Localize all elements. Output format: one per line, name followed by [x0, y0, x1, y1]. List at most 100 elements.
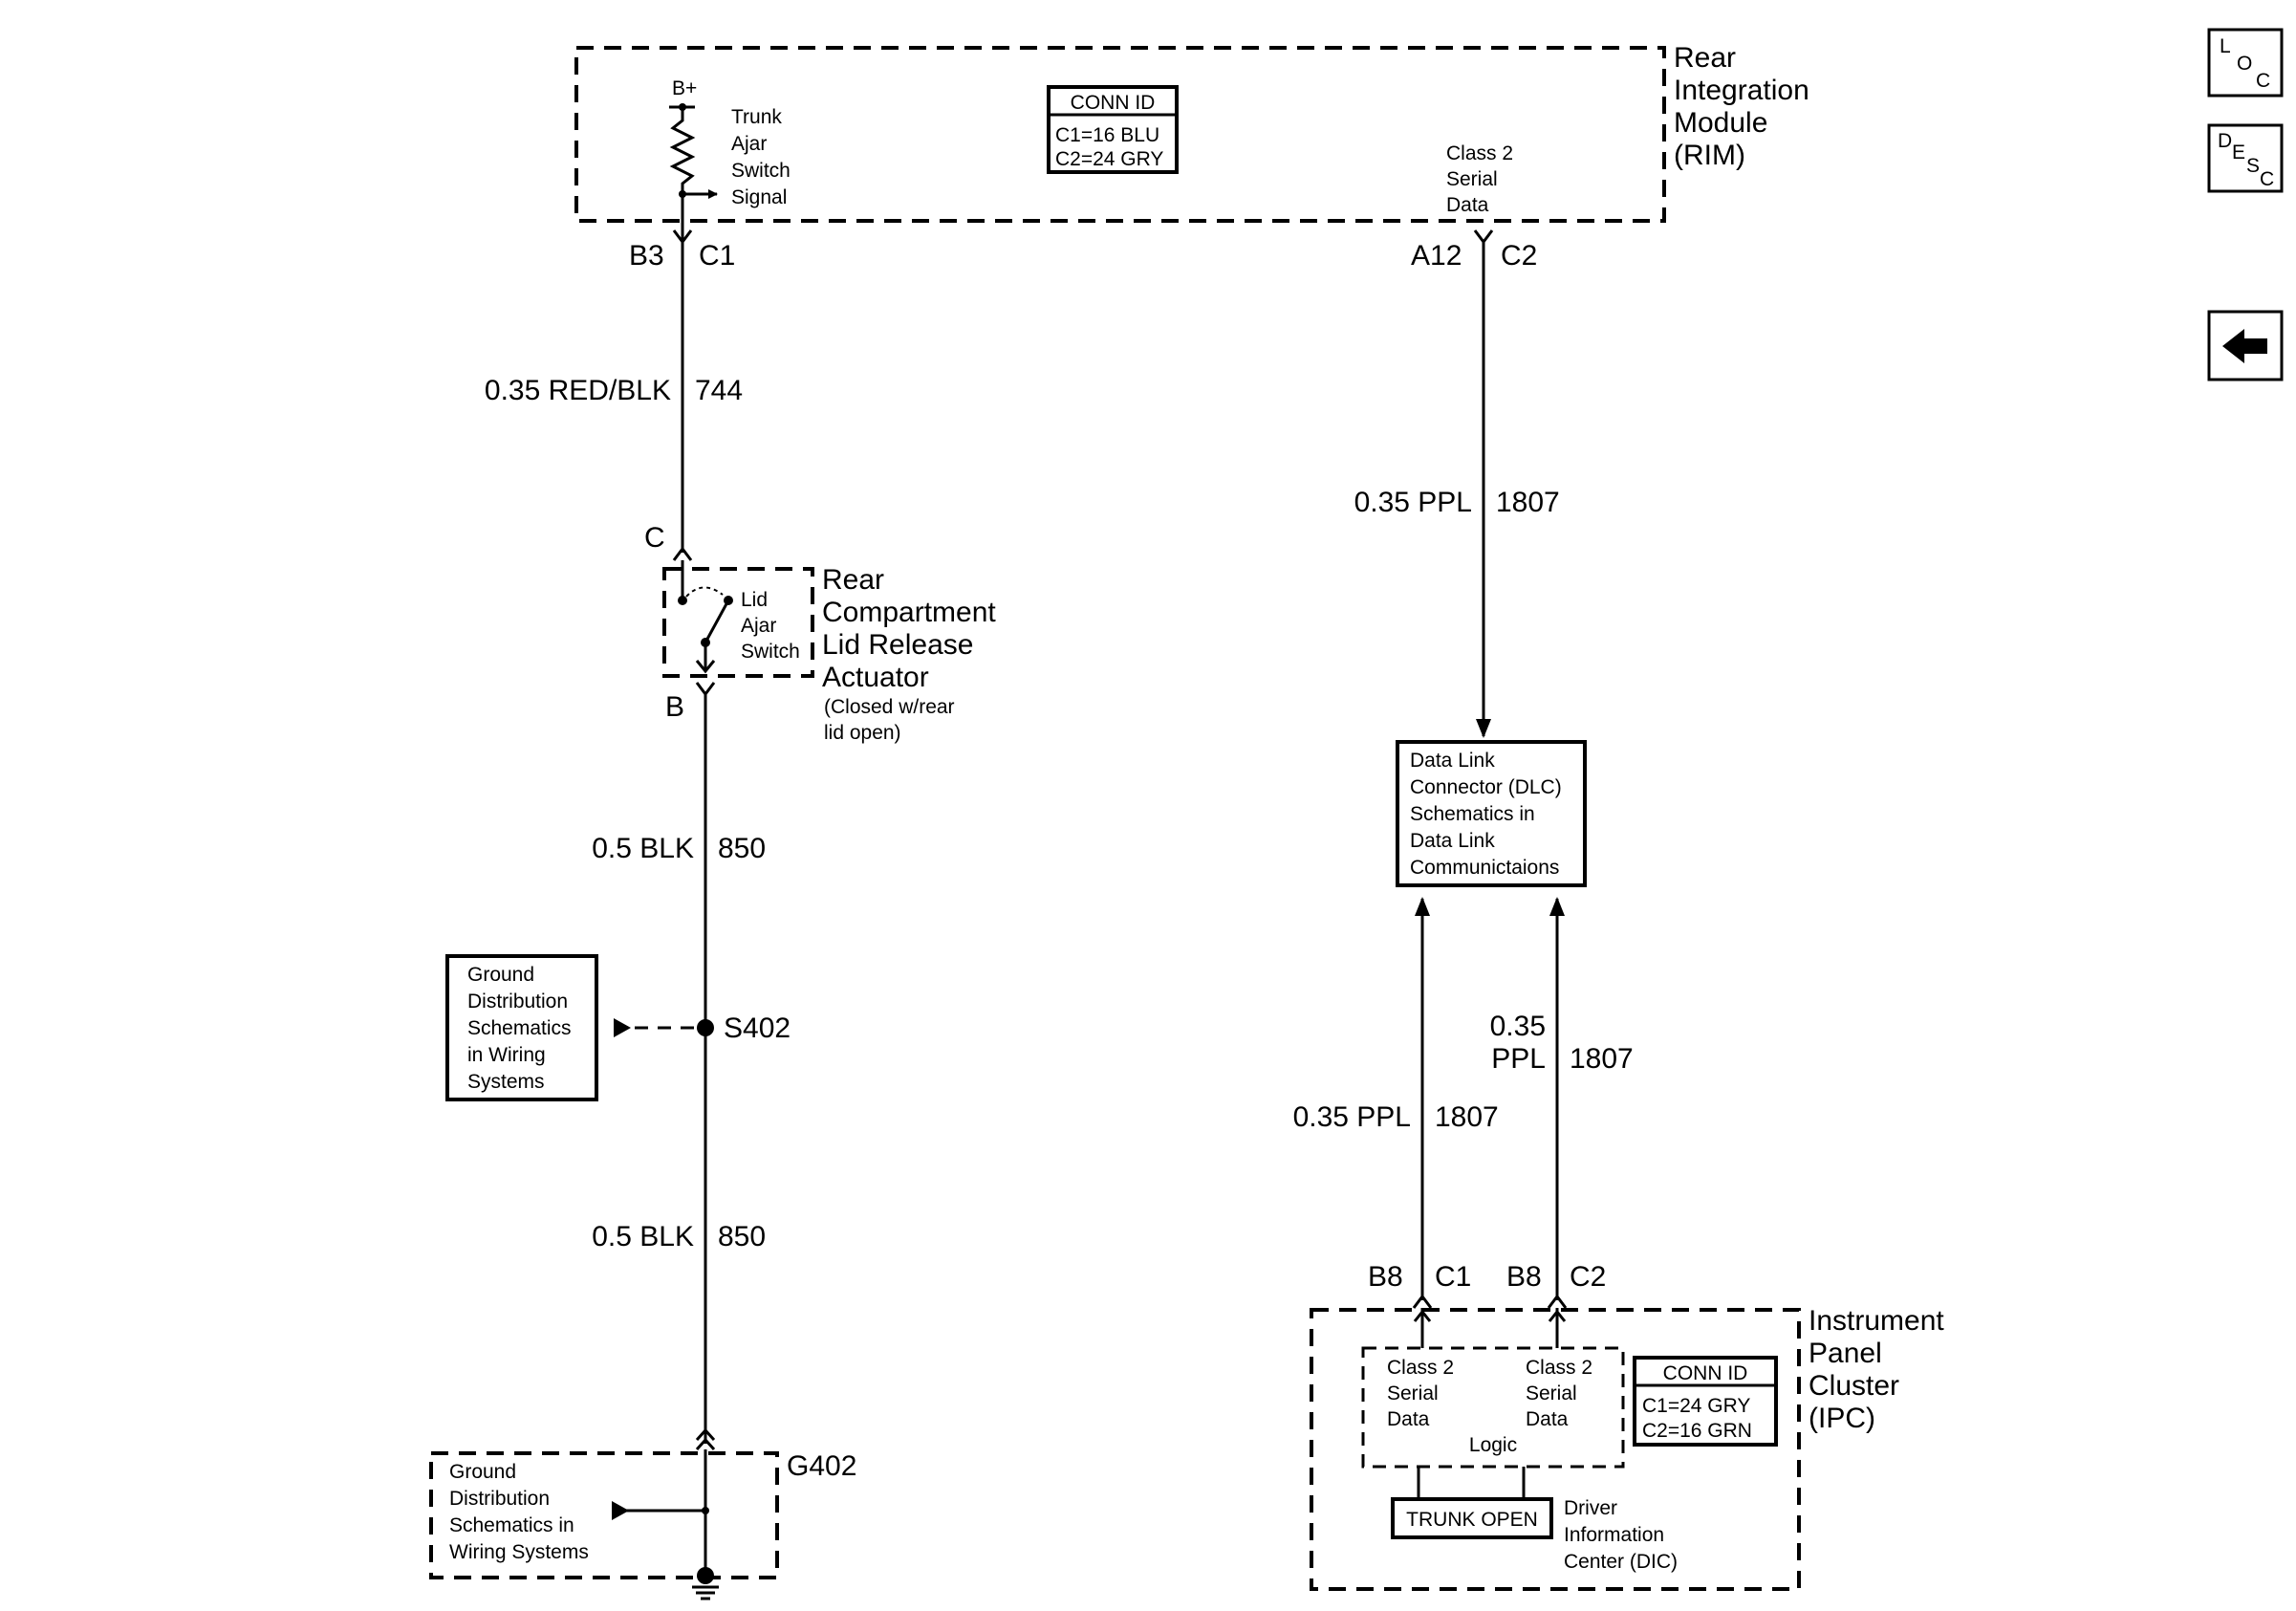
arrow-right-to-dlc [1549, 897, 1565, 916]
switch-dotted-arc [685, 586, 724, 598]
trunk-open-display [1391, 1497, 1553, 1539]
ground-ref-line2: Distribution [467, 991, 568, 1012]
switch-blade [704, 599, 730, 643]
dic-line2: Information [1564, 1524, 1664, 1546]
dlc-line4: Data Link [1410, 830, 1495, 852]
wire-1807-top-circuit: 1807 [1496, 487, 1560, 518]
dlc-box[interactable] [1396, 740, 1587, 887]
rim-name-line2: Integration [1674, 75, 1809, 106]
loc-letter-o: O [2237, 53, 2252, 75]
wire-1807-left-label: 0.35 PPL [1293, 1101, 1411, 1133]
rim-module: Rear Integration Module (RIM) B+ Trunk A… [574, 42, 1809, 229]
ipc-pin-b8-2: B8 [1506, 1261, 1542, 1293]
rim-pin-c2: C2 [1501, 240, 1537, 272]
wire-1807-left-circuit: 1807 [1435, 1101, 1499, 1133]
wire-1807-right-label-2: PPL [1491, 1043, 1546, 1075]
ipc-conn-id-title: CONN ID [1663, 1362, 1748, 1384]
connector-symbol [1473, 229, 1494, 245]
description-button[interactable]: D E S C [2207, 123, 2284, 193]
lid-switch-line1: Lid [741, 589, 768, 611]
ground-distribution-link[interactable]: Ground Distribution Schematics in Wiring… [445, 954, 598, 1101]
actuator-pin-c: C [644, 522, 665, 554]
connector-symbol [672, 546, 693, 561]
dlc-line1: Data Link [1410, 750, 1495, 772]
ipc-name-line4: (IPC) [1809, 1403, 1875, 1434]
ipc-logic-outline [1361, 1346, 1625, 1469]
dic-line1: Driver [1564, 1497, 1617, 1519]
rim-connector-c2: A12 C2 [1411, 229, 1537, 272]
lid-release-actuator: C Lid Ajar Switch B Rear Compartment Lid… [644, 522, 996, 744]
ipc-pin-c1: C1 [1435, 1261, 1471, 1293]
location-button[interactable]: L O C [2207, 28, 2284, 98]
dlc-line5: Communictaions [1410, 857, 1559, 879]
ipc-class2-right-line1: Class 2 [1526, 1357, 1592, 1379]
ground-dot [697, 1567, 714, 1584]
ground-line4: Wiring Systems [449, 1541, 589, 1563]
trunk-switch-line4: Signal [731, 186, 787, 208]
ground-ref-arrow [612, 1501, 629, 1520]
ipc-class2-right-line2: Serial [1526, 1382, 1577, 1404]
wire-744-label: 0.35 RED/BLK [485, 375, 671, 406]
description-button-frame[interactable] [2207, 123, 2284, 193]
rim-pin-a12: A12 [1411, 240, 1462, 272]
wire-850-label-b: 0.5 BLK [592, 1221, 694, 1252]
rim-class2-line2: Serial [1446, 168, 1498, 190]
wire-850-circuit-b: 850 [718, 1221, 766, 1252]
ipc-conn-id-box [1633, 1356, 1778, 1447]
dlc-schematics-link[interactable]: Data Link Connector (DLC) Schematics in … [1396, 740, 1587, 887]
wire-1807-right-circuit: 1807 [1570, 1043, 1634, 1075]
trunk-switch-line2: Ajar [731, 133, 767, 155]
lid-switch-line2: Ajar [741, 615, 776, 637]
ground-ref-line1: Ground [467, 964, 534, 986]
connector-symbol [695, 682, 716, 697]
ground-ref-line4: in Wiring [467, 1044, 546, 1066]
trunk-open-text: TRUNK OPEN [1406, 1509, 1538, 1531]
actuator-note-line2: lid open) [824, 722, 901, 744]
ipc-name-line2: Panel [1809, 1338, 1882, 1369]
loc-letter-c: C [2256, 70, 2270, 92]
dlc-line3: Schematics in [1410, 803, 1535, 825]
trunk-switch-line3: Switch [731, 160, 791, 182]
back-button[interactable] [2207, 310, 2284, 381]
ground-ref-line3: Schematics [467, 1017, 572, 1039]
rim-pin-c1: C1 [699, 240, 735, 272]
wire-850-circuit-a: 850 [718, 833, 766, 864]
ground-distribution-box[interactable] [445, 954, 598, 1101]
ipc-pin-c2: C2 [1570, 1261, 1606, 1293]
desc-letter-c: C [2260, 168, 2274, 190]
desc-letter-s: S [2246, 155, 2260, 177]
actuator-name-line4: Actuator [822, 662, 929, 693]
ipc-module: B8 C1 B8 C2 Instrument Panel Cluster (IP… [1310, 1261, 1944, 1591]
rim-conn-id-box [1047, 85, 1179, 174]
connector-symbol [1547, 1294, 1568, 1309]
rim-name-line1: Rear [1674, 42, 1736, 74]
wire-850-label-a: 0.5 BLK [592, 833, 694, 864]
rim-connector-c1: B3 C1 [629, 229, 735, 272]
ground-name: G402 [787, 1450, 856, 1482]
rim-conn-id-c1: C1=16 BLU [1055, 124, 1159, 146]
actuator-pin-b: B [665, 691, 684, 723]
rim-pin-b3: B3 [629, 240, 664, 272]
splice-s402: S402 [614, 1012, 791, 1044]
arrow-to-dlc [1476, 719, 1491, 738]
desc-letter-e: E [2232, 142, 2245, 163]
pullup-resistor [669, 107, 696, 229]
rim-conn-id-title: CONN ID [1071, 92, 1156, 114]
desc-letter-d: D [2218, 130, 2232, 152]
rim-name-line4: (RIM) [1674, 140, 1745, 171]
actuator-name-line2: Compartment [822, 597, 996, 628]
actuator-name-line3: Lid Release [822, 629, 973, 661]
ipc-class2-left-line1: Class 2 [1387, 1357, 1454, 1379]
left-arrow-icon [2222, 329, 2267, 363]
splice-ref-arrow [614, 1018, 631, 1037]
ipc-outline [1310, 1308, 1801, 1591]
dlc-line2: Connector (DLC) [1410, 776, 1562, 798]
rim-outline [574, 46, 1666, 223]
ipc-conn-id-c1: C1=24 GRY [1642, 1395, 1750, 1417]
rim-conn-id-c2: C2=24 GRY [1055, 148, 1163, 170]
ipc-class2-left-line3: Data [1387, 1408, 1430, 1430]
wire-1807-right-label-1: 0.35 [1490, 1011, 1546, 1042]
location-button-frame[interactable] [2207, 28, 2284, 98]
trunk-switch-line1: Trunk [731, 106, 782, 128]
